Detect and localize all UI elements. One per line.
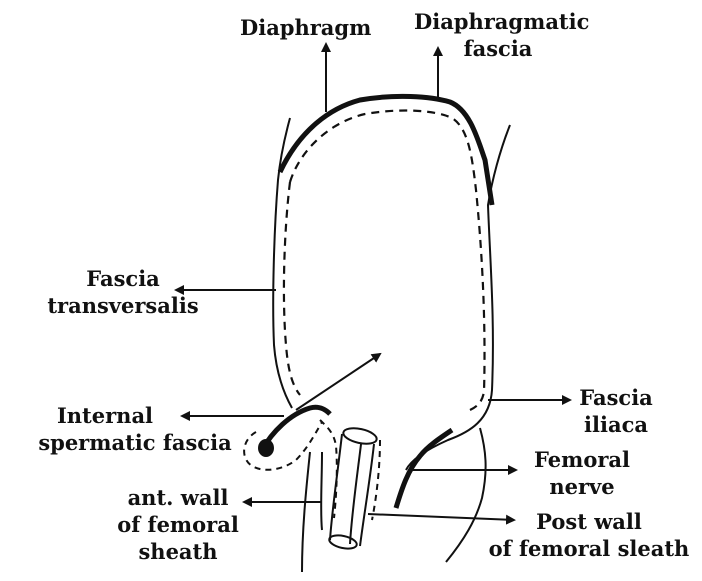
label-post-wall-femoral-sheath: Post wall of femoral sleath [482, 508, 696, 562]
label-femoral-nerve-line1: Femoral [514, 446, 650, 473]
label-diaphragm-text: Diaphragm [240, 15, 371, 40]
label-post-wall-line2: of femoral sleath [482, 535, 696, 562]
label-fascia-iliaca: Fascia iliaca [566, 384, 666, 438]
label-fascia-transversalis: Fascia transversalis [30, 265, 216, 319]
iliacus-line [446, 428, 486, 562]
spermatic-cord-dot [258, 439, 274, 457]
femoral-tube-bottom [328, 533, 358, 551]
inner-arrow [296, 354, 380, 410]
label-ant-wall-femoral-sheath: ant. wall of femoral sheath [98, 484, 258, 565]
dashed-spermatic-loop [244, 422, 322, 470]
label-fascia-transversalis-line1: Fascia [30, 265, 216, 292]
label-ant-wall-line2: of femoral [98, 511, 258, 538]
outer-wall-right [406, 125, 510, 470]
label-ant-wall-line1: ant. wall [98, 484, 258, 511]
label-diaphragmatic-fascia-line2: fascia [414, 35, 582, 62]
label-internal-spermatic-line2: spermatic fascia [28, 429, 242, 456]
femoral-tube-top [342, 426, 378, 447]
label-femoral-nerve: Femoral nerve [514, 446, 650, 500]
psoas-line [302, 452, 310, 572]
label-fascia-transversalis-line2: transversalis [30, 292, 216, 319]
label-internal-spermatic-fascia: Internal spermatic fascia [28, 402, 242, 456]
label-fascia-iliaca-line1: Fascia [566, 384, 666, 411]
diaphragm-band [280, 96, 492, 205]
ant-wall-line [321, 452, 322, 530]
label-ant-wall-line3: sheath [98, 538, 258, 565]
label-diaphragmatic-fascia: Diaphragmatic fascia [414, 8, 582, 62]
label-post-wall-line1: Post wall [482, 508, 696, 535]
dashed-fascia-lining [290, 111, 485, 410]
label-diaphragmatic-fascia-line1: Diaphragmatic [414, 8, 582, 35]
label-internal-spermatic-line1: Internal [28, 402, 242, 429]
label-fascia-iliaca-line2: iliaca [566, 411, 666, 438]
label-femoral-nerve-line2: nerve [514, 473, 650, 500]
dashed-fascia-left [284, 182, 300, 395]
label-diaphragm: Diaphragm [240, 14, 371, 41]
